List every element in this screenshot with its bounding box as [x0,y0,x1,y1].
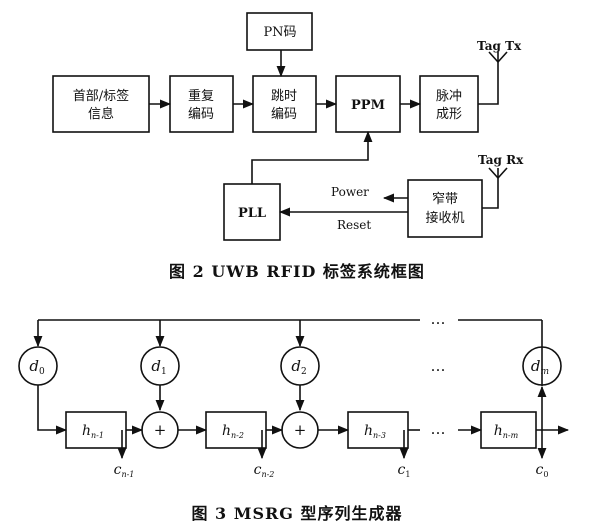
c1-label: cn-1 [114,462,135,479]
hm-label: hn-m [494,423,519,440]
repeat-coding-label-line1: 重复 [188,88,214,104]
repeat-coding-block [169,75,234,133]
h2-label: hn-2 [222,423,244,440]
figure-2-caption: 图 2 UWB RFID 标签系统框图 [169,262,425,281]
adder-2-plus: + [294,421,307,439]
bus-dots: … [431,310,446,328]
register-hm [480,411,537,449]
ppm-label: PPM [351,98,385,113]
line-rx-antenna-to-receiver [482,178,499,209]
d1-label: d1 [151,357,166,377]
c2-label: cn-2 [254,462,275,479]
tag-tx-label: Tag Tx [477,39,522,53]
receiver-label-line2: 接收机 [425,210,464,226]
pulse-shaping-label-line2: 成形 [436,107,462,122]
register-h3 [347,411,409,449]
line-pulse-to-tx-antenna [478,62,499,105]
power-label: Power [331,185,369,199]
register-h2 [205,411,267,449]
c3-label: c1 [398,462,411,479]
narrowband-receiver-block [407,179,483,238]
dm-label: dm [531,357,549,377]
pll-label: PLL [238,206,266,221]
header-tag-info-block [52,75,150,133]
c0-label: c0 [536,462,549,479]
figure-2 [52,12,508,241]
time-hop-label-line2: 编码 [271,107,297,122]
figure-3-caption: 图 3 MSRG 型序列生成器 [191,504,403,523]
chain-dots: … [431,420,446,438]
arrow-pll-to-ppm [251,130,373,184]
h3-label: hn-3 [364,423,386,440]
repeat-coding-label-line2: 编码 [188,107,214,122]
tx-antenna-icon [488,51,508,63]
line-d0-to-h1 [37,385,68,435]
time-hop-coding-block [252,75,317,133]
pulse-shaping-block [419,75,479,133]
tag-rx-label: Tag Rx [478,153,524,167]
pn-code-block [246,12,313,51]
header-tag-label-line1: 首部/标签 [73,88,129,104]
receiver-label-line1: 窄带 [432,191,458,207]
adder-1-plus: + [154,421,167,439]
header-tag-label-line2: 信息 [88,106,114,122]
time-hop-label-line1: 跳时 [271,89,297,104]
h1-label: hn-1 [82,423,104,440]
pulse-shaping-label-line1: 脉冲 [436,89,462,104]
d0-label: d0 [29,357,45,377]
pn-code-label: PN码 [263,25,296,40]
register-h1 [65,411,127,449]
coef-dm-circle [522,346,562,386]
d2-label: d2 [291,357,306,377]
figure-3 [18,319,570,460]
reset-label: Reset [337,218,371,232]
rx-antenna-icon [488,167,508,179]
middle-dots: … [431,357,446,375]
